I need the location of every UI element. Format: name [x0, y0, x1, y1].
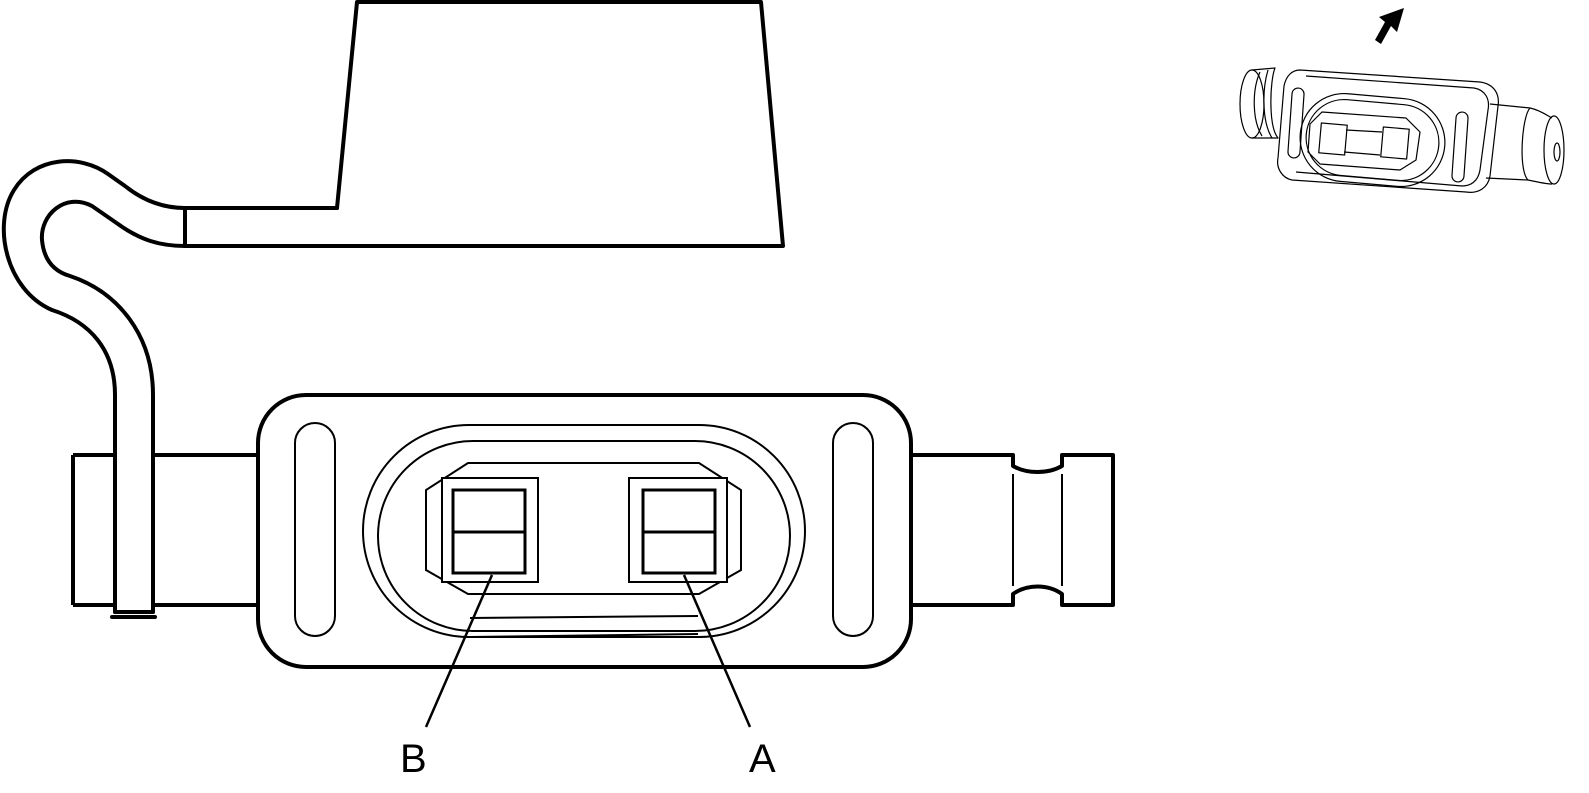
terminal-b	[441, 477, 539, 583]
callout-label-a: A	[749, 737, 776, 781]
leader-line-b	[424, 574, 494, 728]
connector-right-stub	[911, 453, 1115, 607]
connector-left-stub	[71, 453, 258, 607]
terminal-cavity	[425, 462, 742, 595]
callout-label-b: B	[400, 737, 427, 781]
inner-oval	[377, 440, 791, 632]
arrow-icon	[1375, 8, 1404, 44]
leader-line-a	[682, 574, 752, 728]
left-slot	[294, 422, 336, 637]
connector-locator-thumbnail	[1239, 67, 1565, 193]
right-slot	[832, 422, 874, 637]
wire-harness	[1, 159, 339, 619]
terminal-a	[628, 477, 728, 583]
connector-body	[256, 393, 913, 669]
callout-leaders	[424, 574, 752, 728]
outer-oval	[362, 424, 806, 638]
